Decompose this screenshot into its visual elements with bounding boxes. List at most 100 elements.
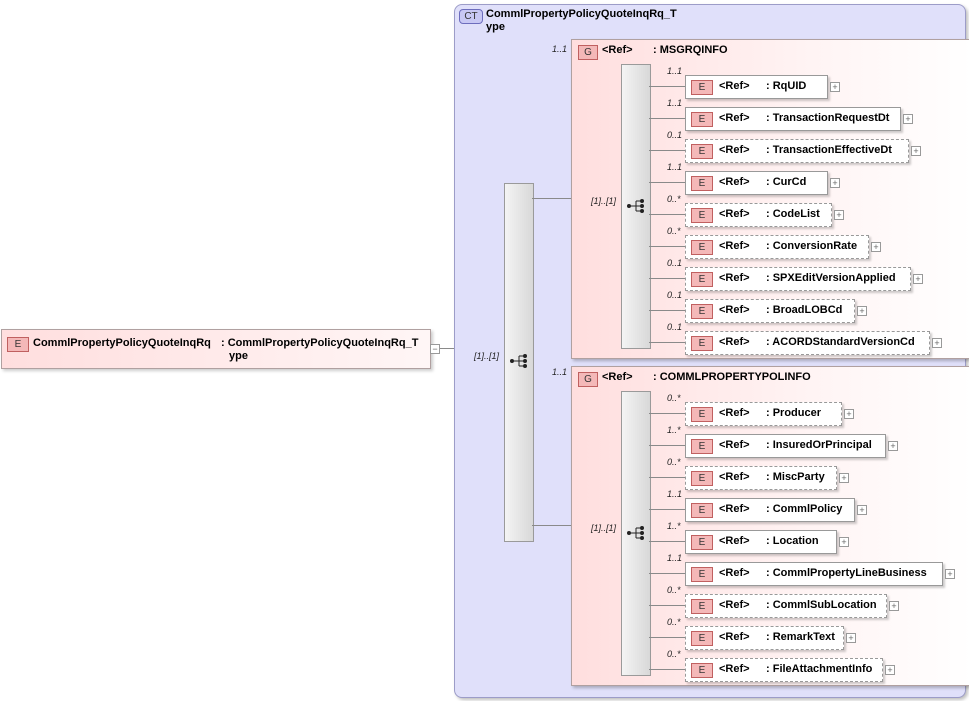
plus-icon[interactable]: + [839,473,849,483]
element-cardinality: 1..1 [667,489,683,499]
element-box[interactable]: E <Ref> : FileAttachmentInfo [685,658,883,682]
element-ref: <Ref> [719,80,750,92]
connector-line [649,573,685,574]
element-name: : CommlSubLocation [766,599,877,611]
element-box[interactable]: E<Ref>: CurCd [685,171,828,195]
element-box[interactable]: E<Ref>: TransactionRequestDt [685,107,901,131]
element-badge: E [691,336,713,351]
connector-line [649,669,685,670]
plus-icon[interactable]: + [839,537,849,547]
element-box[interactable]: E<Ref>: ACORDStandardVersionCd [685,331,930,355]
root-element[interactable]: E CommlPropertyPolicyQuoteInqRq : CommlP… [1,329,431,369]
element-badge: E [691,631,713,646]
complex-type-name: CommlPropertyPolicyQuoteInqRq_T [486,8,677,20]
element-badge: E [691,439,713,454]
element-ref: <Ref> [719,471,750,483]
element-box[interactable]: E<Ref>: MiscParty [685,466,837,490]
connector-line [649,445,685,446]
element-name: : FileAttachmentInfo [766,663,873,675]
element-name: : TransactionEffectiveDt [766,144,892,156]
plus-icon[interactable]: + [834,210,844,220]
connector-line [649,605,685,606]
element-name: : ConversionRate [766,240,858,252]
element-name: : CurCd [766,176,807,188]
plus-icon[interactable]: + [913,274,923,284]
plus-icon[interactable]: + [830,82,840,92]
element-box[interactable]: E<Ref>: RqUID [685,75,828,99]
element-cardinality: 0..1 [667,290,683,300]
element-cardinality: 1..* [667,425,681,435]
connector-line [649,214,685,215]
element-ref: <Ref> [719,112,750,124]
main-sequence-cardinality: [1]..[1] [474,351,500,361]
element-cardinality: 0..* [667,617,681,627]
element-box[interactable]: E<Ref>: RemarkText [685,626,844,650]
element-cardinality: 1..1 [667,98,683,108]
root-element-type: : CommlPropertyPolicyQuoteInqRq_T [221,337,419,349]
element-ref: <Ref> [719,439,750,451]
element-cardinality: 0..* [667,226,681,236]
element-ref: <Ref> [719,535,750,547]
plus-icon[interactable]: + [830,178,840,188]
sequence-icon [627,526,645,540]
connector-line [649,637,685,638]
element-box[interactable]: E<Ref>: Producer [685,402,842,426]
plus-icon[interactable]: + [945,569,955,579]
plus-icon[interactable]: + [857,306,867,316]
plus-icon[interactable]: + [911,146,921,156]
connector-line [649,541,685,542]
plus-icon[interactable]: + [888,441,898,451]
sequence-icon [627,199,645,213]
plus-icon[interactable]: + [903,114,913,124]
element-ref: <Ref> [719,663,750,675]
element-badge: E [691,407,713,422]
element-box[interactable]: E<Ref>: Location [685,530,837,554]
element-box[interactable]: E<Ref>: CommlPolicy [685,498,855,522]
element-box[interactable]: E<Ref>: BroadLOBCd [685,299,855,323]
plus-icon[interactable]: + [885,665,895,675]
element-cardinality: 0..* [667,585,681,595]
element-box[interactable]: E<Ref>: CommlPropertyLineBusiness [685,562,943,586]
group-name: : COMMLPROPERTYPOLINFO [653,371,811,383]
element-name: : ACORDStandardVersionCd [766,336,915,348]
element-box[interactable]: E<Ref>: CodeList [685,203,832,227]
element-badge: E [691,112,713,127]
sequence-icon [510,354,527,368]
group-ref: <Ref> [602,371,633,383]
group-badge: G [578,372,598,387]
root-expand-icon[interactable]: − [430,344,440,354]
element-name: : InsuredOrPrincipal [766,439,872,451]
connector-line [532,525,571,526]
element-name: : RqUID [766,80,807,92]
element-box[interactable]: E<Ref>: ConversionRate [685,235,869,259]
element-badge: E [691,567,713,582]
element-box[interactable]: E <Ref> : InsuredOrPrincipal [685,434,886,458]
plus-icon[interactable]: + [846,633,856,643]
element-box[interactable]: E<Ref>: SPXEditVersionApplied [685,267,911,291]
plus-icon[interactable]: + [889,601,899,611]
element-ref: <Ref> [719,304,750,316]
complex-type-name-cont: ype [486,21,505,33]
connector-line [649,278,685,279]
element-name: : Producer [766,407,822,419]
element-badge: E [691,304,713,319]
element-ref: <Ref> [719,567,750,579]
connector-line [649,182,685,183]
element-badge: E [691,663,713,678]
element-box[interactable]: E<Ref>: CommlSubLocation [685,594,887,618]
root-element-name: CommlPropertyPolicyQuoteInqRq [33,337,211,349]
sequence-cardinality: [1]..[1] [591,196,617,206]
element-badge: E [691,144,713,159]
element-badge: E [691,208,713,223]
element-name: : CommlPolicy [766,503,843,515]
plus-icon[interactable]: + [871,242,881,252]
group-cardinality: 1..1 [552,44,568,54]
element-box[interactable]: E<Ref>: TransactionEffectiveDt [685,139,909,163]
plus-icon[interactable]: + [857,505,867,515]
sequence-cardinality: [1]..[1] [591,523,617,533]
element-cardinality: 0..1 [667,258,683,268]
element-name: : Location [766,535,819,547]
group-badge: G [578,45,598,60]
plus-icon[interactable]: + [932,338,942,348]
plus-icon[interactable]: + [844,409,854,419]
